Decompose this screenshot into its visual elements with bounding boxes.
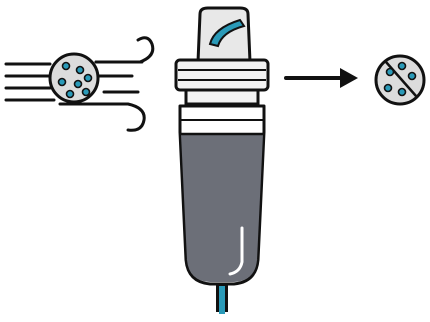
process-arrow (286, 68, 358, 88)
particle-dot (67, 91, 74, 98)
input-particle (50, 54, 98, 102)
airflow-swirl-bottom (60, 104, 144, 130)
filter-cartridge (176, 8, 268, 314)
particle-dot (83, 89, 90, 96)
particle-dot (63, 63, 70, 70)
particle-dot (85, 75, 92, 82)
filter-collar (176, 60, 268, 90)
particle-dot (75, 81, 82, 88)
output-particle (376, 56, 424, 104)
particle-dot (399, 89, 406, 96)
particle-dot (77, 67, 84, 74)
particle-dot (399, 63, 406, 70)
outlet-stream (219, 286, 225, 314)
airflow-swirl-top (96, 38, 153, 62)
filter-body-fill (181, 134, 263, 282)
particle-dot (59, 79, 66, 86)
arrow-head-icon (340, 68, 358, 88)
particle-dot (387, 69, 394, 76)
particle-dot (409, 73, 416, 80)
particle-dot (385, 85, 392, 92)
filter-neck (186, 90, 258, 104)
